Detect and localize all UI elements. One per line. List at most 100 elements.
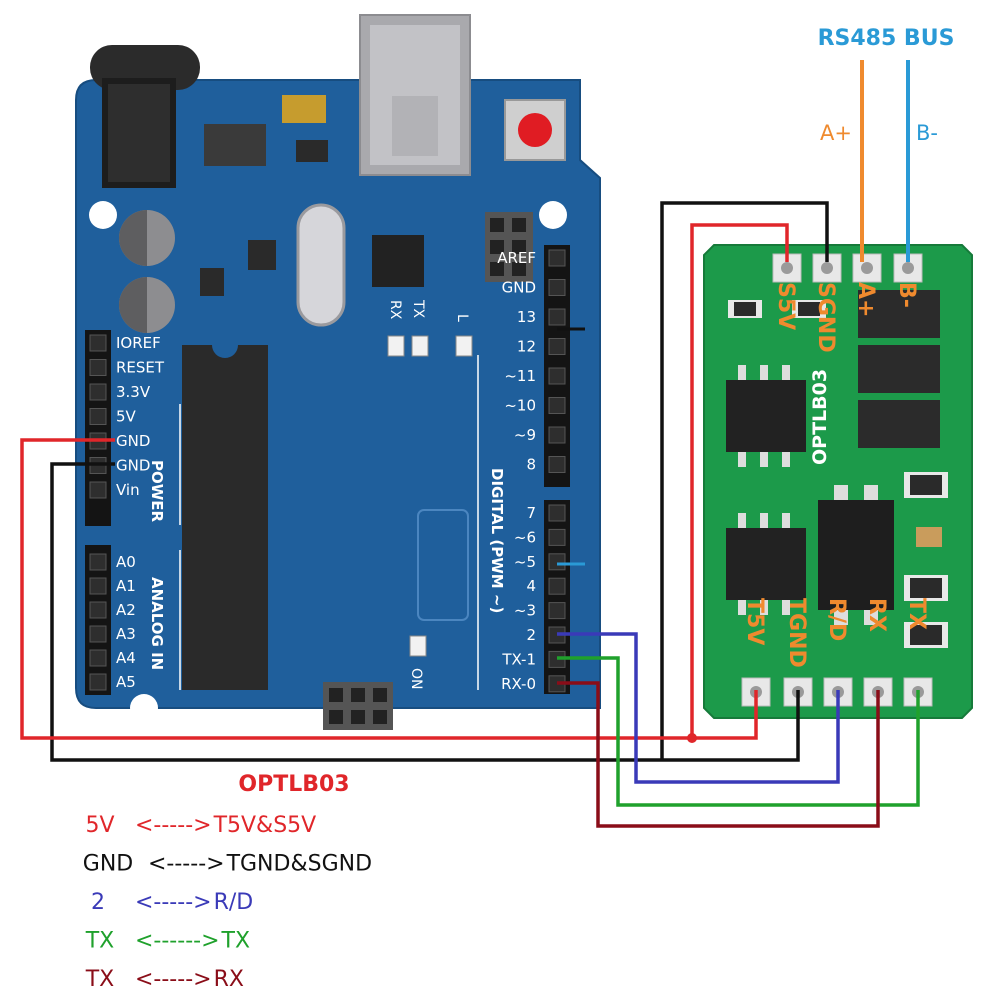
legend-row-1-right: TGND&SGND [226,852,372,877]
transceiver-chip [818,485,894,625]
analog-label-a4: A4 [116,649,136,667]
legend-row-3-left: TX [85,929,115,954]
voltage-regulator [204,124,266,166]
legend-row-4-right: RX [214,967,244,992]
dc-power-jack [90,45,200,188]
module-label-a: A+ [853,282,878,317]
digital-label-4: 4 [526,577,536,595]
legend-row-3-arrow: <------> [135,929,220,954]
power-label-3-3v: 3.3V [116,383,151,401]
digital-label-11: ~11 [504,367,536,385]
digital-group-label: DIGITAL (PWM ~) [488,468,506,613]
pad-hole [861,262,873,274]
smd-capacitor [916,527,942,547]
digital-label-tx-1: TX-1 [501,650,536,668]
small-chip [248,240,276,270]
capacitor [119,210,175,266]
tx-led [411,335,429,357]
module-name-silk: OPTLB03 [809,369,831,465]
digital-label-10: ~10 [504,397,536,415]
wire-sgnd [660,201,829,760]
module-label-sgnd: SGND [813,282,838,353]
pad-hole [781,262,793,274]
digital-label-3: ~3 [514,602,536,620]
power-group-label: POWER [148,460,166,523]
wire-tx [557,656,920,807]
diode [858,400,940,448]
resistor [728,300,762,318]
digital-pin-9 [548,426,566,444]
digital-pin-3 [548,602,566,620]
module-label-s5v: S5V [773,282,798,330]
l-led-label: L [454,314,470,322]
bus-b-label: B- [916,121,938,145]
digital-pin-11 [548,367,566,385]
usb-connector [359,14,471,176]
module-label-b: B- [894,282,919,308]
digital-pin-6 [548,528,566,546]
analog-label-a3: A3 [116,625,136,643]
wire-s5v [690,223,789,738]
analog-pin-a3 [89,625,107,643]
legend-row-0-arrow: <-----> [135,813,212,838]
digital-pin-5 [548,553,566,571]
digital-label-13: 13 [517,308,536,326]
optocoupler [726,365,806,467]
power-pin-5v [89,408,107,425]
legend-row-0-right: T5V&S5V [213,813,317,838]
tx-led-label: TX [410,299,426,319]
power-pin-ioref [89,334,107,352]
legend-row-2-arrow: <-----> [135,890,212,915]
legend-row-3-right: TX [221,929,251,954]
digital-label-2: 2 [526,626,536,644]
digital-pin-8 [548,456,566,473]
digital-pin-12 [548,338,566,355]
analog-label-a1: A1 [116,577,136,595]
crystal [296,203,346,327]
digital-label-5: ~5 [514,553,536,571]
digital-pin-13 [548,308,566,326]
digital-label-12: 12 [517,338,536,356]
reset-button [504,99,566,161]
analog-label-a2: A2 [116,601,136,619]
digital-pin-10 [548,397,566,414]
digital-label-gnd: GND [502,279,536,297]
module-label-r-d: R/D [824,598,849,641]
usb-chip [372,235,424,287]
legend-row-4-arrow: <-----> [135,967,212,992]
digital-label-rx-0: RX-0 [501,675,536,693]
wire-pin2 [557,632,840,784]
capacitor [119,277,175,333]
wire-gnd [50,462,800,762]
power-pin-reset [89,359,107,376]
legend-row-2-left: 2 [91,890,105,915]
resistor [904,472,948,498]
legend: OPTLB03 5V<----->T5V&S5VGND<----->TGND&S… [83,772,372,992]
legend-row-1-arrow: <-----> [148,852,225,877]
digital-label-aref: AREF [497,249,536,267]
legend-row-4-left: TX [85,967,115,992]
analog-label-a5: A5 [116,673,136,691]
legend-row-2-right: R/D [214,890,254,915]
rs485-bus: RS485 BUS A+ B- [818,26,955,262]
resistor [792,300,826,318]
digital-label-8: 8 [526,456,536,474]
mount-hole [89,201,117,229]
digital-pin-gnd [548,279,566,296]
legend-title: OPTLB03 [238,772,349,797]
junction-dot [687,733,697,743]
power-label-gnd: GND [116,432,150,450]
module-label-t5v: T5V [742,598,767,645]
wire-rx [557,681,880,828]
wire-5v [20,438,758,740]
diode [858,345,940,393]
silk-outline [417,509,469,621]
small-chip [200,268,224,296]
power-label-ioref: IOREF [116,334,161,352]
transistor [296,140,328,162]
analog-pin-a5 [89,673,107,691]
bus-title: RS485 BUS [818,26,955,51]
